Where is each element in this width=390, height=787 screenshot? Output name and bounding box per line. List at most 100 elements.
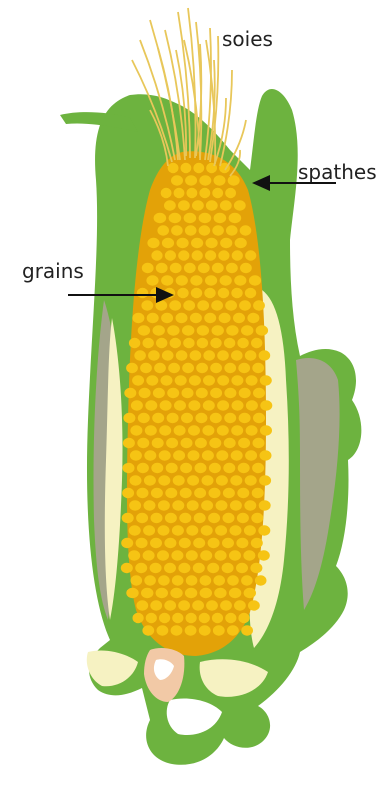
corn-kernel xyxy=(176,275,188,285)
corn-kernel xyxy=(154,213,167,223)
corn-kernel xyxy=(158,475,170,485)
corn-kernel xyxy=(245,475,257,485)
corn-kernel xyxy=(236,563,248,573)
corn-kernel xyxy=(142,625,154,635)
corn-kernel xyxy=(250,563,262,573)
corn-kernel xyxy=(158,575,170,585)
corn-kernel xyxy=(204,313,216,323)
corn-kernel xyxy=(161,375,173,385)
corn-kernel xyxy=(237,488,249,498)
corn-kernel xyxy=(177,238,189,248)
corn-kernel xyxy=(174,400,186,410)
corn-kernel xyxy=(234,200,246,210)
corn-kernel xyxy=(199,175,211,185)
corn-kernel xyxy=(137,463,149,473)
corn-kernel xyxy=(172,525,184,535)
corn-kernel xyxy=(231,375,243,385)
corn-kernel xyxy=(122,513,134,523)
corn-kernel xyxy=(145,425,157,435)
corn-kernel xyxy=(144,475,156,485)
corn-kernel xyxy=(190,313,202,323)
corn-kernel xyxy=(246,425,258,435)
corn-kernel xyxy=(212,325,224,335)
corn-kernel xyxy=(237,338,248,348)
corn-kernel xyxy=(226,263,238,273)
corn-kernel xyxy=(214,175,226,185)
corn-kernel xyxy=(164,600,176,610)
corn-kernel xyxy=(227,575,239,585)
corn-kernel xyxy=(212,263,224,273)
corn-kernel xyxy=(198,263,210,273)
corn-kernel xyxy=(183,300,195,310)
corn-kernel xyxy=(166,463,178,473)
corn-kernel xyxy=(248,600,260,610)
corn-kernel xyxy=(216,475,228,485)
corn-kernel xyxy=(234,600,246,610)
corn-kernel xyxy=(215,525,227,535)
corn-kernel xyxy=(144,450,156,460)
corn-kernel xyxy=(181,413,193,423)
corn-kernel xyxy=(180,463,192,473)
corn-kernel xyxy=(220,238,232,248)
corn-kernel xyxy=(143,338,154,348)
corn-kernel xyxy=(151,513,163,523)
corn-kernel xyxy=(169,213,182,223)
corn-kernel xyxy=(252,463,264,473)
corn-kernel xyxy=(216,450,228,460)
corn-kernel xyxy=(219,313,231,323)
corn-kernel xyxy=(131,400,143,410)
corn-kernel xyxy=(192,600,204,610)
label-husks: spathes xyxy=(298,160,377,184)
corn-kernel xyxy=(216,500,228,510)
corn-kernel xyxy=(260,425,272,435)
corn-kernel xyxy=(200,588,212,598)
corn-kernel xyxy=(181,163,192,173)
corn-kernel xyxy=(193,563,205,573)
corn-kernel xyxy=(240,263,252,273)
corn-kernel xyxy=(209,463,221,473)
corn-kernel xyxy=(241,325,253,335)
corn-kernel xyxy=(121,563,133,573)
corn-kernel xyxy=(152,438,164,448)
corn-kernel xyxy=(203,350,215,360)
corn-kernel xyxy=(182,388,194,398)
corn-kernel xyxy=(192,200,204,210)
corn-kernel xyxy=(131,575,143,585)
corn-kernel xyxy=(153,388,165,398)
corn-kernel xyxy=(226,225,238,235)
corn-kernel xyxy=(217,375,229,385)
corn-kernel xyxy=(244,500,256,510)
corn-kernel xyxy=(260,375,272,385)
corn-kernel xyxy=(129,338,140,348)
corn-kernel xyxy=(122,488,134,498)
corn-kernel xyxy=(186,525,198,535)
corn-kernel xyxy=(199,613,210,623)
corn-kernel xyxy=(164,200,176,210)
corn-kernel xyxy=(130,450,142,460)
corn-kernel xyxy=(215,550,227,560)
corn-kernel xyxy=(176,313,188,323)
corn-kernel xyxy=(174,188,185,198)
corn-kernel xyxy=(137,488,149,498)
corn-kernel xyxy=(156,338,167,348)
corn-kernel xyxy=(239,300,251,310)
corn-kernel xyxy=(184,213,197,223)
corn-kernel xyxy=(199,625,211,635)
corn-kernel xyxy=(195,413,207,423)
corn-kernel xyxy=(193,163,204,173)
corn-kernel xyxy=(146,613,157,623)
corn-kernel xyxy=(206,600,218,610)
corn-kernel xyxy=(191,238,203,248)
corn-kernel xyxy=(252,363,264,373)
corn-kernel xyxy=(241,625,253,635)
corn-kernel xyxy=(259,475,271,485)
corn-kernel xyxy=(241,575,253,585)
corn-kernel xyxy=(239,388,251,398)
corn-kernel xyxy=(156,588,168,598)
corn-kernel xyxy=(185,225,197,235)
corn-kernel xyxy=(150,538,162,548)
corn-kernel xyxy=(123,463,135,473)
corn-kernel xyxy=(157,625,169,635)
corn-kernel xyxy=(211,300,223,310)
corn-kernel xyxy=(238,438,250,448)
